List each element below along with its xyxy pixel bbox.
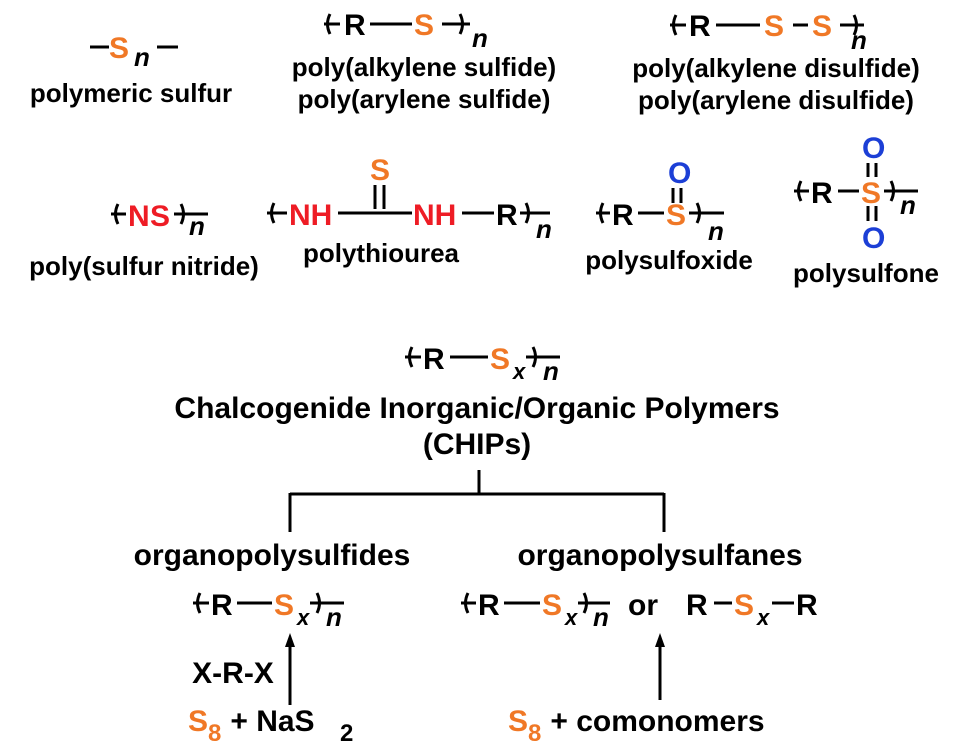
polythiourea-s: S: [370, 154, 390, 187]
polysulfone-o2: O: [862, 222, 885, 255]
polythiourea-structure: S NH NH R n polythiourea: [267, 154, 552, 268]
sulfur-nitride-n: N: [128, 200, 150, 233]
organopolysulfanes-r1: R: [686, 589, 708, 622]
polysulfoxide-s: S: [666, 199, 686, 232]
organopolysulfanes-subscript: n: [593, 602, 609, 632]
polysulfone-r: R: [811, 177, 833, 210]
polymeric-sulfur-label: polymeric sulfur: [30, 78, 232, 108]
organopolysulfides-x: x: [296, 605, 310, 630]
right-start-subscript: 8: [528, 720, 541, 747]
polysulfide-subscript: n: [472, 23, 488, 53]
polydisulfide-subscript: n: [851, 25, 867, 55]
polysulfide-label-1: poly(alkylene sulfide): [292, 52, 556, 82]
organopolysulfides-r: R: [211, 589, 233, 622]
right-start-s: S: [508, 705, 528, 738]
organopolysulfanes-r2: R: [796, 589, 818, 622]
organopolysulfanes-x: x: [564, 605, 578, 630]
polythiourea-nh2: NH: [413, 199, 456, 232]
chips-formula-x: x: [512, 359, 526, 384]
sulfur-nitride-subscript: n: [189, 211, 205, 241]
polymeric-sulfur-subscript: n: [134, 42, 150, 72]
sulfur-nitride-s: S: [150, 200, 170, 233]
polysulfide-r: R: [344, 9, 366, 42]
right-start-rest: + comonomers: [542, 705, 765, 738]
organopolysulfanes-s2: S: [734, 589, 754, 622]
polymeric-sulfur-structure: S n polymeric sulfur: [30, 32, 232, 108]
polysulfide-s: S: [414, 9, 434, 42]
organopolysulfides-title: organopolysulfides: [134, 539, 411, 572]
organopolysulfanes-branch: organopolysulfanes R S x n or R S x R S …: [461, 539, 818, 747]
polysulfoxide-r: R: [612, 199, 634, 232]
organopolysulfanes-title: organopolysulfanes: [517, 539, 802, 572]
polydisulfide-label-2: poly(arylene disulfide): [638, 85, 914, 115]
chips-title: Chalcogenide Inorganic/Organic Polymers: [174, 392, 779, 425]
polythiourea-label: polythiourea: [303, 238, 460, 268]
polythiourea-subscript: n: [536, 214, 552, 244]
organopolysulfides-reagent: X-R-X: [192, 657, 274, 690]
organopolysulfanes-r: R: [478, 589, 500, 622]
chips-abbreviation: (CHIPs): [423, 428, 531, 461]
polydisulfide-structure: R S S n poly(alkylene disulfide) poly(ar…: [632, 10, 920, 115]
polysulfone-structure: O R S n O polysulfone: [793, 132, 939, 288]
left-start-subscript: 8: [208, 720, 221, 747]
polysulfoxide-structure: O R S n polysulfoxide: [585, 157, 753, 275]
organopolysulfanes-s: S: [542, 589, 562, 622]
organopolysulfides-branch: organopolysulfides R S x n X-R-X S 8 + N…: [134, 539, 411, 747]
polythiourea-r: R: [496, 199, 518, 232]
polymeric-sulfur-atom: S: [109, 32, 129, 65]
chips-formula-s: S: [490, 343, 510, 376]
sulfur-nitride-structure: N S n poly(sulfur nitride): [29, 200, 259, 281]
polysulfoxide-label: polysulfoxide: [585, 245, 753, 275]
polysulfone-subscript: n: [900, 190, 916, 220]
polydisulfide-s2: S: [812, 10, 832, 43]
chips-formula-r: R: [423, 343, 445, 376]
organopolysulfanes-x2: x: [756, 605, 770, 630]
organopolysulfides-subscript: n: [326, 602, 342, 632]
polydisulfide-s1: S: [764, 10, 784, 43]
sulfur-nitride-label: poly(sulfur nitride): [29, 251, 259, 281]
polydisulfide-label-1: poly(alkylene disulfide): [632, 53, 920, 83]
polydisulfide-r: R: [689, 10, 711, 43]
polysulfone-o1: O: [862, 132, 885, 165]
organopolysulfanes-or: or: [628, 589, 658, 622]
polysulfone-label: polysulfone: [793, 258, 939, 288]
left-start-s: S: [188, 705, 208, 738]
polysulfoxide-subscript: n: [708, 216, 724, 246]
polysulfone-s: S: [861, 177, 881, 210]
chips-formula-subscript: n: [543, 356, 559, 386]
branch-connector: [288, 470, 666, 532]
polythiourea-nh1: NH: [289, 199, 332, 232]
left-start-rest: + NaS: [222, 705, 315, 738]
left-start-subscript-2: 2: [340, 720, 353, 747]
polysulfoxide-o: O: [668, 157, 691, 190]
polysulfide-label-2: poly(arylene sulfide): [298, 84, 551, 114]
organopolysulfides-s: S: [274, 589, 294, 622]
polysulfide-structure: R S n poly(alkylene sulfide) poly(arylen…: [292, 9, 556, 114]
chips-formula: R S x n: [405, 343, 560, 386]
